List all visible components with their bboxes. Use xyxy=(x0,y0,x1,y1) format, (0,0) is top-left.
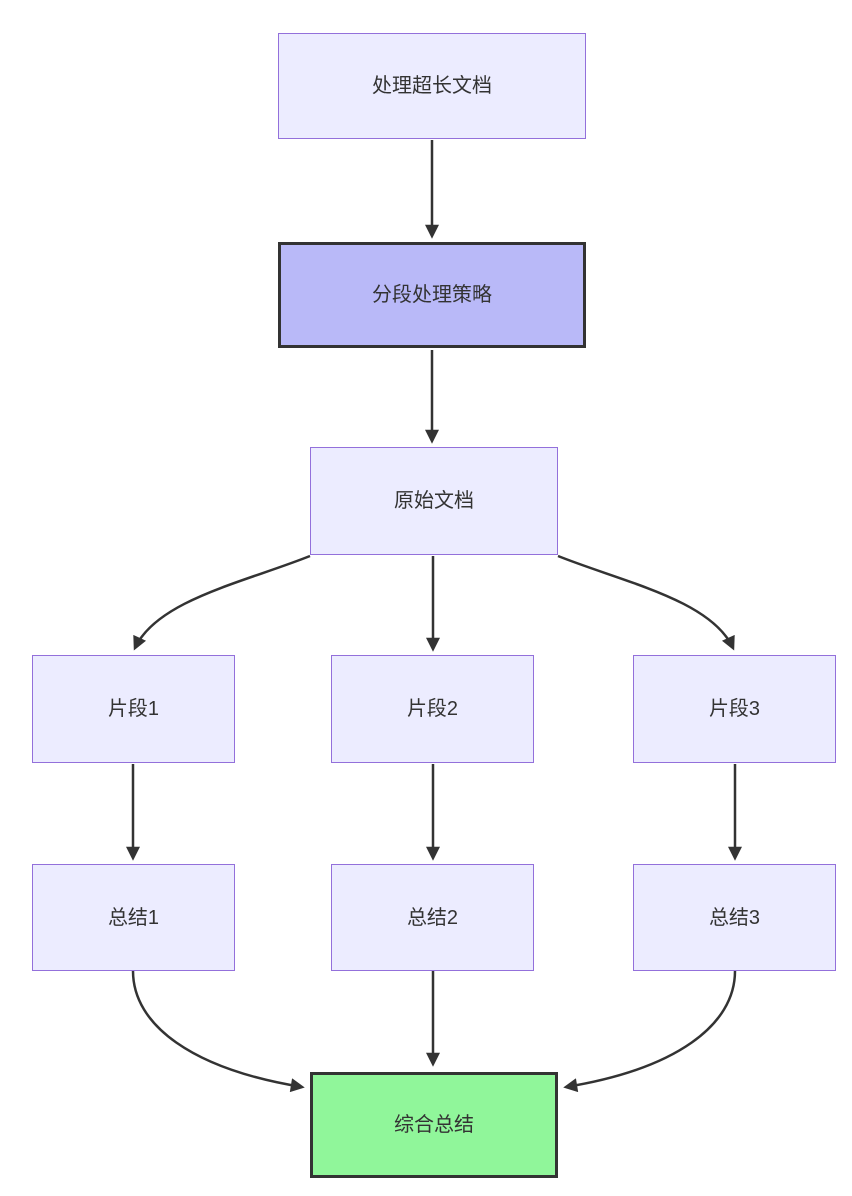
node-summary-1-label: 总结1 xyxy=(107,906,160,929)
node-summary-3-label: 总结3 xyxy=(708,906,761,929)
node-fragment-3: 片段3 xyxy=(633,655,836,763)
node-summary-3: 总结3 xyxy=(633,864,836,971)
node-summary-1: 总结1 xyxy=(32,864,235,971)
node-handle-long-document-label: 处理超长文档 xyxy=(372,75,492,97)
node-handle-long-document: 处理超长文档 xyxy=(278,33,586,139)
node-original-document-label: 原始文档 xyxy=(394,490,474,512)
node-fragment-2: 片段2 xyxy=(331,655,534,763)
node-segmentation-strategy-label: 分段处理策略 xyxy=(372,284,492,306)
node-summary-2-label: 总结2 xyxy=(406,906,459,929)
node-original-document: 原始文档 xyxy=(310,447,558,555)
node-fragment-1: 片段1 xyxy=(32,655,235,763)
node-fragment-1-label: 片段1 xyxy=(107,698,160,720)
edge-original-document-to-fragment-1 xyxy=(133,554,311,651)
node-fragment-3-label: 片段3 xyxy=(708,698,761,720)
node-segmentation-strategy: 分段处理策略 xyxy=(278,242,586,348)
node-final-summary-label: 综合总结 xyxy=(394,1114,474,1136)
edge-summary-3-to-final-summary xyxy=(563,970,737,1093)
node-summary-2: 总结2 xyxy=(331,864,534,971)
edge-original-document-to-fragment-3 xyxy=(557,554,735,651)
node-final-summary: 综合总结 xyxy=(310,1072,558,1178)
edge-summary-1-to-final-summary xyxy=(131,970,305,1093)
node-fragment-2-label: 片段2 xyxy=(406,698,459,720)
